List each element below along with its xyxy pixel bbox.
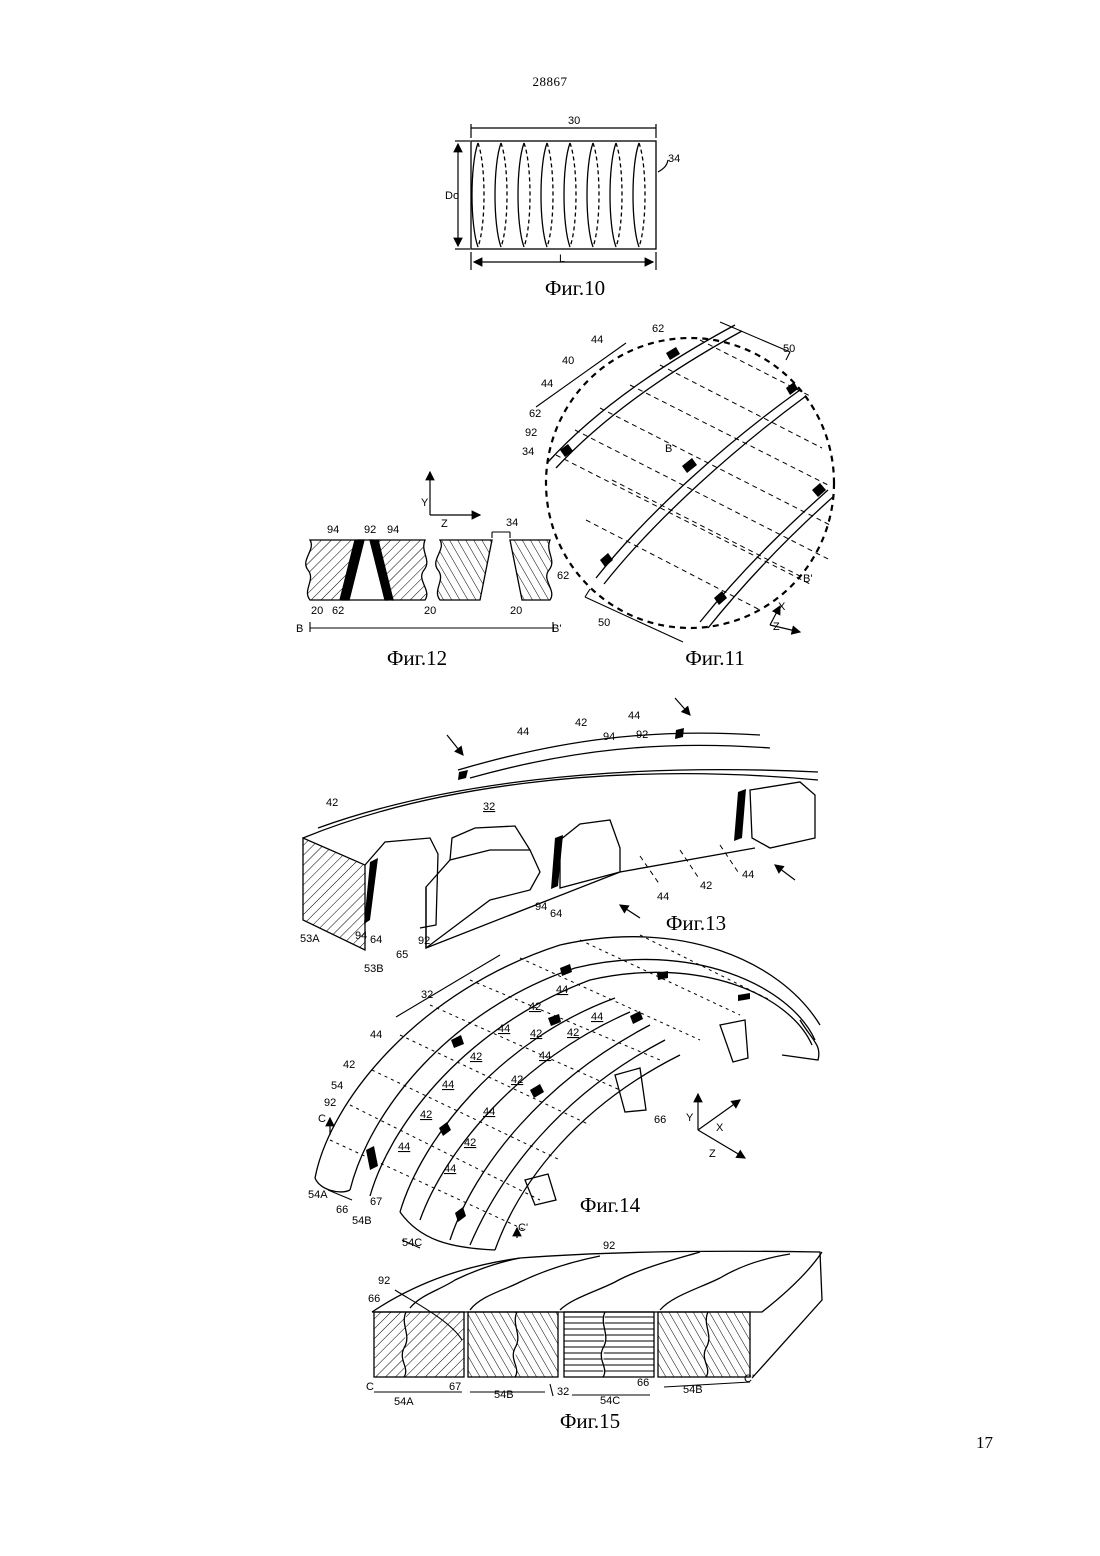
fig15-label-32: 32 [557,1386,569,1398]
fig15-label-54c: 54C [600,1395,620,1407]
fig15-label-67: 67 [449,1381,461,1393]
fig15-label-92a: 92 [603,1240,615,1252]
fig15-label-54b-a: 54B [494,1389,514,1401]
fig15-label-c-prime: C' [744,1373,754,1385]
fig15-label-66b: 66 [637,1377,649,1389]
fig15-label-54b-b: 54B [683,1384,703,1396]
fig15-label-66a: 66 [368,1293,380,1305]
fig15-label-92b: 92 [378,1275,390,1287]
fig15-caption: Фиг.15 [540,1409,640,1434]
fig15-label-54a: 54A [394,1396,414,1408]
fig15-label-c: C [366,1381,374,1393]
